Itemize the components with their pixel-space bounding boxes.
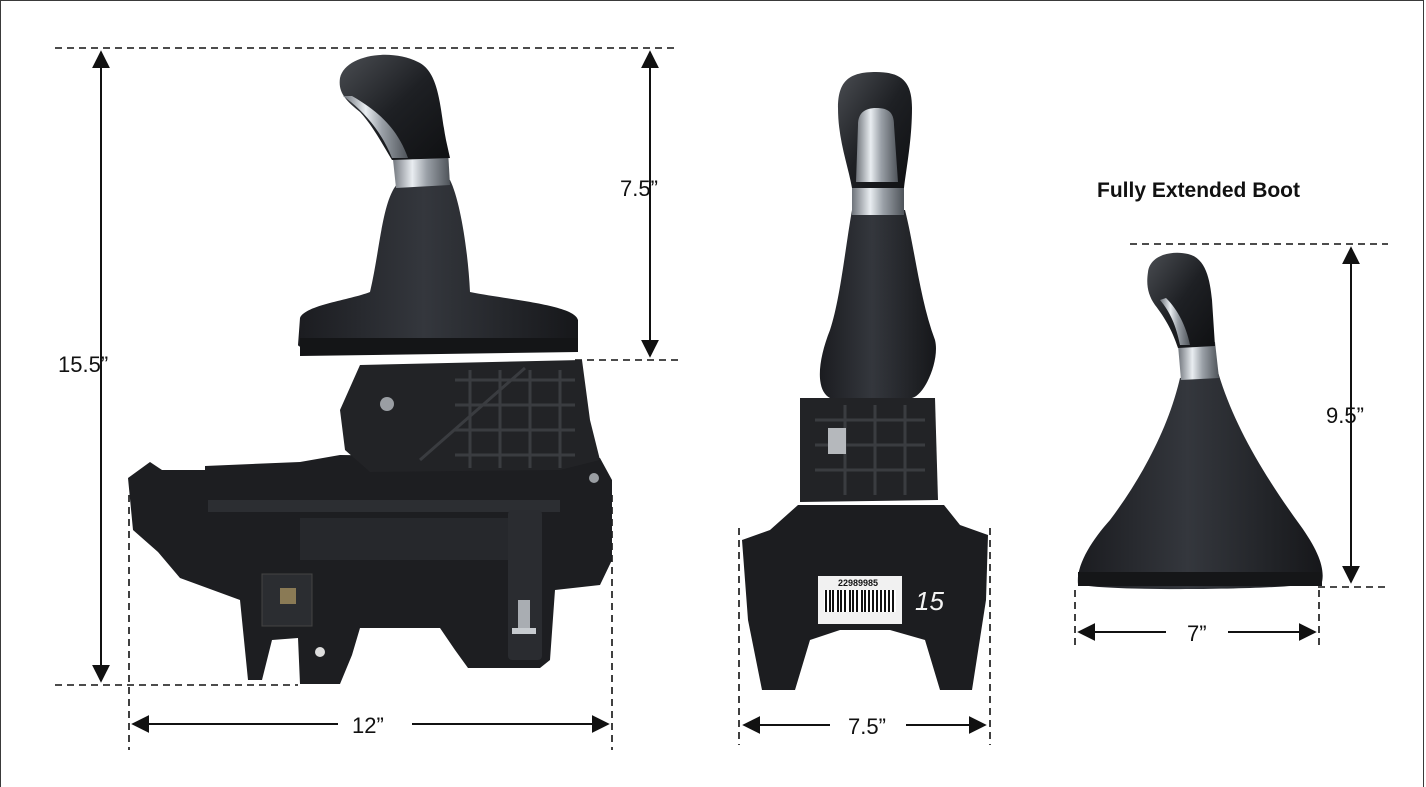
upper-height-label: 7.5”	[620, 176, 658, 201]
bracket-nut	[280, 588, 296, 604]
base-housing	[128, 455, 612, 684]
front-width-label: 7.5”	[848, 714, 886, 739]
handwritten-mark: 15	[915, 586, 944, 616]
barcode-code: 22989985	[838, 578, 878, 588]
boot-height-label: 9.5”	[1326, 403, 1364, 428]
boot-view-shift-knob	[1147, 252, 1215, 348]
extended-shift-boot	[1077, 372, 1323, 590]
shift-boot	[298, 180, 578, 354]
extended-boot-view: Fully Extended Boot 9.5” 7”	[1064, 179, 1388, 648]
shift-knob	[339, 54, 450, 160]
mounting-bolt	[518, 600, 530, 632]
front-mechanism	[800, 398, 938, 502]
boot-view-title: Fully Extended Boot	[1097, 179, 1300, 202]
overall-height-label: 15.5”	[58, 352, 108, 377]
boot-view-chrome-collar	[1178, 342, 1219, 380]
front-shift-boot	[819, 210, 936, 398]
barcode	[824, 590, 896, 612]
front-view-shifter: 22989985 15 7.5”	[726, 58, 1008, 745]
boot-width-label: 7”	[1187, 621, 1207, 646]
side-width-label: 12”	[352, 713, 384, 738]
side-view-shifter: 15.5” 7.5” 12”	[55, 47, 678, 750]
front-chrome-collar	[852, 185, 904, 215]
